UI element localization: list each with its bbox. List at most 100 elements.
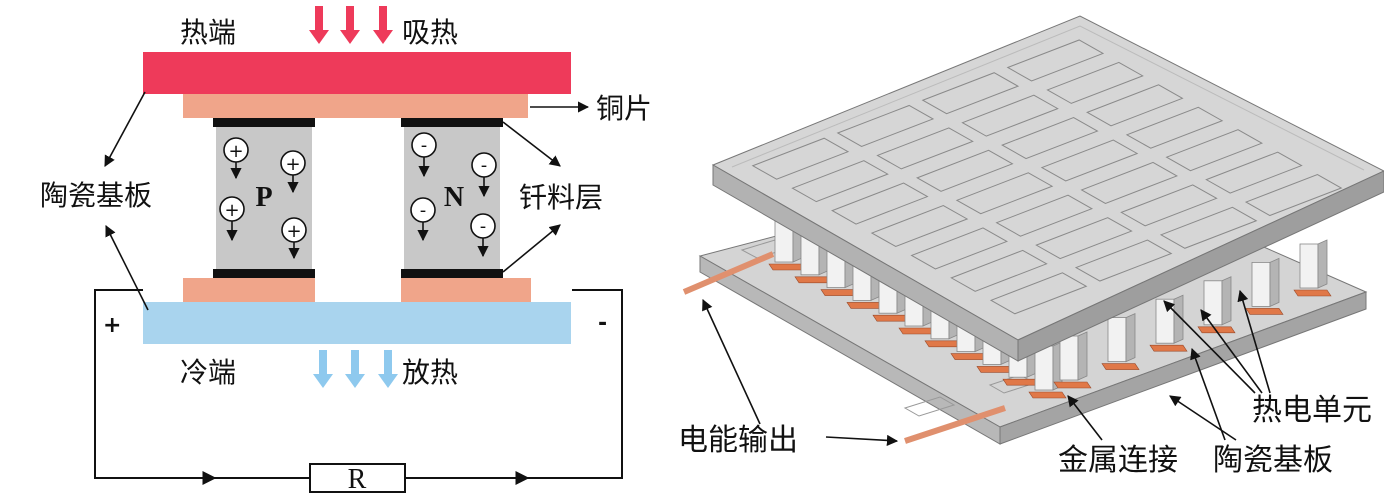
bottom-solder-p bbox=[213, 269, 315, 278]
ceramic-leader-bottom bbox=[105, 224, 149, 311]
top-solder-n bbox=[401, 118, 503, 127]
ceramic-substrate-label-right: 陶瓷基板 bbox=[1213, 443, 1333, 478]
svg-text:-: - bbox=[481, 155, 488, 176]
electron-1: - bbox=[411, 132, 437, 178]
svg-text:-: - bbox=[420, 200, 427, 221]
side-pillar-2 bbox=[1101, 312, 1140, 370]
top-electrode-pad bbox=[791, 160, 889, 203]
top-electrode-pad bbox=[989, 272, 1088, 315]
top-copper-sheet bbox=[183, 94, 528, 118]
output-lead-1 bbox=[682, 251, 775, 295]
top-electrode-pad bbox=[950, 249, 1048, 292]
power-output-leads bbox=[682, 251, 1006, 444]
top-electrode-pad bbox=[910, 227, 1009, 270]
bottom-copper-n bbox=[401, 278, 531, 302]
power-output-label: 电能输出 bbox=[678, 423, 798, 458]
top-electrode-pad bbox=[831, 182, 929, 225]
release-heat-label: 放热 bbox=[402, 356, 458, 389]
unit-leader-1 bbox=[1163, 300, 1256, 394]
metal-leader bbox=[1067, 395, 1103, 441]
top-electrode-pad bbox=[836, 104, 935, 148]
hole-2: + bbox=[280, 150, 306, 194]
top-electrode-pad bbox=[955, 172, 1054, 215]
top-electrode-pad bbox=[1006, 39, 1105, 82]
load-resistor: R bbox=[309, 463, 406, 495]
top-electrode-pad bbox=[1040, 139, 1139, 182]
ceramic-leader-top bbox=[104, 91, 146, 167]
thermoelectric-unit-label: 热电单元 bbox=[1252, 393, 1372, 428]
thermoelectric-schematic: R P N + + bbox=[40, 6, 652, 495]
top-electrode-pad bbox=[921, 72, 1020, 115]
plus-terminal: + bbox=[103, 313, 121, 338]
external-circuit bbox=[94, 289, 623, 485]
top-electrode-pad bbox=[1120, 184, 1218, 227]
absorb-heat-label: 吸热 bbox=[402, 16, 458, 49]
top-electrode-pad bbox=[1046, 61, 1144, 104]
p-type-label: P bbox=[255, 182, 272, 213]
electron-4: - bbox=[470, 213, 496, 258]
unit-leader-2 bbox=[1200, 309, 1263, 394]
top-electrode-pad bbox=[1086, 84, 1184, 127]
svg-text:+: + bbox=[286, 221, 301, 242]
copper-sheet-label: 铜片 bbox=[596, 92, 652, 125]
electron-carriers: - - - - bbox=[410, 132, 497, 258]
n-type-label: N bbox=[444, 182, 464, 213]
top-electrode-pad bbox=[995, 194, 1094, 237]
minus-terminal: - bbox=[598, 311, 607, 336]
heat-in-arrow-2 bbox=[340, 6, 360, 44]
right-leader-lines bbox=[702, 289, 1271, 447]
svg-text:+: + bbox=[285, 154, 300, 175]
solder-layer-label: 钎料层 bbox=[519, 181, 603, 214]
heat-out-arrow-1 bbox=[313, 350, 333, 388]
ceramic-substrate-label: 陶瓷基板 bbox=[40, 179, 152, 212]
cold-ceramic-plate bbox=[143, 302, 571, 344]
output-leader-top bbox=[702, 298, 761, 425]
svg-text:-: - bbox=[480, 216, 487, 237]
top-ceramic-plate bbox=[711, 15, 1384, 362]
metal-connection-label: 金属连接 bbox=[1058, 443, 1178, 478]
top-electrode-pad bbox=[751, 137, 850, 180]
svg-text:-: - bbox=[421, 135, 428, 156]
electron-2: - bbox=[471, 152, 497, 198]
heat-out-arrows bbox=[313, 350, 398, 388]
top-electrode-pad bbox=[1080, 161, 1179, 204]
top-electrode-pad bbox=[876, 127, 974, 170]
resistor-label: R bbox=[348, 464, 367, 495]
ceramic-leader-r1 bbox=[1190, 347, 1226, 441]
top-electrode-grid bbox=[751, 39, 1343, 315]
side-pillar-1 bbox=[1053, 331, 1092, 389]
heat-out-arrow-2 bbox=[345, 350, 365, 388]
hot-ceramic-plate bbox=[143, 52, 571, 94]
heat-in-arrows bbox=[309, 6, 393, 44]
top-solder-p bbox=[213, 118, 315, 127]
hole-3: + bbox=[219, 196, 245, 242]
svg-text:+: + bbox=[228, 141, 243, 162]
side-pillar-5 bbox=[1245, 257, 1284, 315]
side-pillar-6 bbox=[1293, 239, 1332, 297]
unit-leader-3 bbox=[1237, 289, 1271, 394]
top-electrode-pad bbox=[1074, 239, 1173, 282]
svg-text:+: + bbox=[224, 200, 239, 221]
top-electrode-pad bbox=[1244, 174, 1343, 217]
heat-out-arrow-3 bbox=[378, 350, 398, 388]
ceramic-leader-r2 bbox=[1169, 395, 1237, 441]
left-leader-lines bbox=[104, 91, 590, 311]
top-electrode-pad bbox=[1205, 151, 1303, 194]
solder-leader-top bbox=[502, 121, 561, 167]
top-electrode-pad bbox=[961, 94, 1059, 137]
hole-4: + bbox=[281, 217, 307, 260]
thermoelectric-module-3d: 电能输出 热电单元 金属连接 陶瓷基板 bbox=[678, 15, 1384, 478]
top-electrode-pad bbox=[1165, 129, 1264, 172]
top-electrode-pad bbox=[1001, 117, 1099, 160]
top-electrode-pad bbox=[870, 204, 969, 248]
solder-leader-bottom bbox=[502, 224, 561, 273]
output-lead-2 bbox=[904, 405, 1006, 444]
hot-end-label: 热端 bbox=[180, 16, 236, 49]
front-pillar-1 bbox=[768, 213, 807, 271]
top-electrode-pad bbox=[1125, 106, 1224, 149]
top-electrode-pad bbox=[916, 149, 1014, 192]
heat-in-arrow-1 bbox=[309, 6, 329, 44]
hole-1: + bbox=[223, 137, 249, 180]
electron-3: - bbox=[410, 197, 436, 242]
